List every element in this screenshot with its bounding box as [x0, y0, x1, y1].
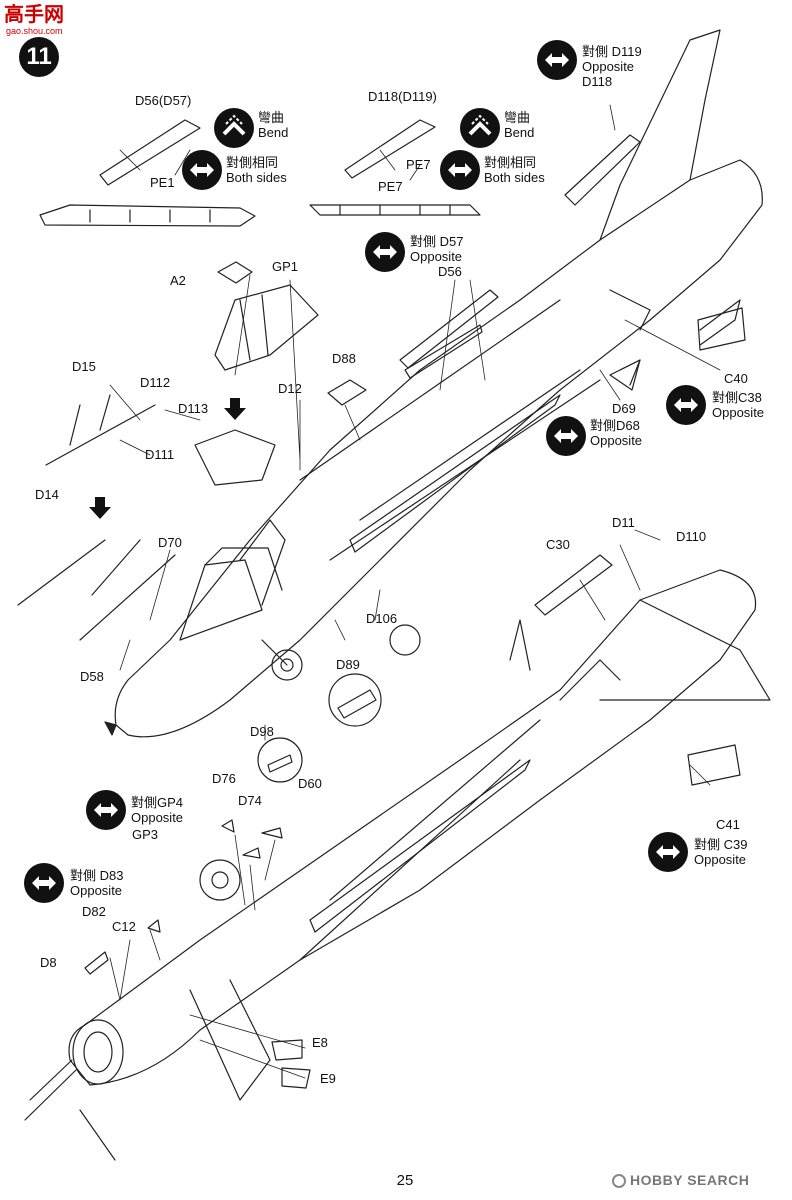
label-d12: D12: [278, 381, 302, 396]
label-d112: D112: [140, 375, 171, 390]
label-d76: D76: [212, 771, 236, 786]
label-d69: D69: [612, 401, 636, 416]
double-arrow-icon: [666, 385, 706, 425]
label-d82: D82: [82, 904, 106, 919]
label-d113: D113: [178, 401, 209, 416]
label-d11: D11: [612, 515, 635, 530]
double-arrow-icon: [648, 832, 688, 872]
label-c41: C41: [716, 817, 740, 832]
label-d106: D106: [366, 611, 398, 626]
label-d14: D14: [35, 487, 59, 502]
upper-aircraft-drawing: [104, 29, 763, 738]
label-pe7-b: PE7: [378, 179, 403, 194]
label-c30: C30: [546, 537, 570, 552]
double-arrow-icon: [182, 150, 222, 190]
label-d89: D89: [336, 657, 360, 672]
site-logo-url: gao.shou.com: [6, 26, 63, 36]
label-d8: D8: [40, 955, 57, 970]
label-gp1: GP1: [272, 259, 299, 274]
watermark: HOBBY SEARCH: [612, 1172, 749, 1188]
down-arrow-1: [224, 398, 246, 420]
label-d60: D60: [298, 776, 322, 791]
label-d74: D74: [238, 793, 262, 808]
double-arrow-icon: [24, 863, 64, 903]
label-c12: C12: [112, 919, 136, 934]
label-d111: D111: [145, 447, 175, 462]
label-e8: E8: [312, 1035, 328, 1050]
wing-part-left: [39, 204, 256, 227]
label-d70: D70: [158, 535, 182, 550]
label-d98: D98: [250, 724, 274, 739]
label-gp3: GP3: [132, 827, 159, 842]
down-arrow-2: [89, 497, 111, 519]
label-d118-d119: D118(D119): [368, 89, 437, 104]
label-e9: E9: [320, 1071, 336, 1086]
label-c40: C40: [724, 371, 748, 386]
double-arrow-icon: [546, 416, 586, 456]
label-d110: D110: [676, 529, 707, 544]
label-pe1: PE1: [150, 175, 175, 190]
step-number-badge: 11: [19, 37, 59, 77]
double-arrow-icon: [537, 40, 577, 80]
lower-aircraft-drawing: [24, 569, 771, 1161]
double-arrow-icon: [86, 790, 126, 830]
watermark-mark-icon: [612, 1174, 626, 1188]
label-pe7-a: PE7: [406, 157, 431, 172]
site-logo: 高手网: [4, 2, 64, 26]
wing-part-mid: [309, 204, 481, 216]
label-d88: D88: [332, 351, 356, 366]
bend-icon: [460, 108, 500, 148]
label-d56-d57: D56(D57): [135, 93, 192, 108]
bend-icon: [214, 108, 254, 148]
double-arrow-icon: [365, 232, 405, 272]
double-arrow-icon: [440, 150, 480, 190]
label-a2: A2: [170, 273, 186, 288]
label-d15: D15: [72, 359, 96, 374]
page-number: 25: [396, 1172, 414, 1189]
label-d58: D58: [80, 669, 104, 684]
